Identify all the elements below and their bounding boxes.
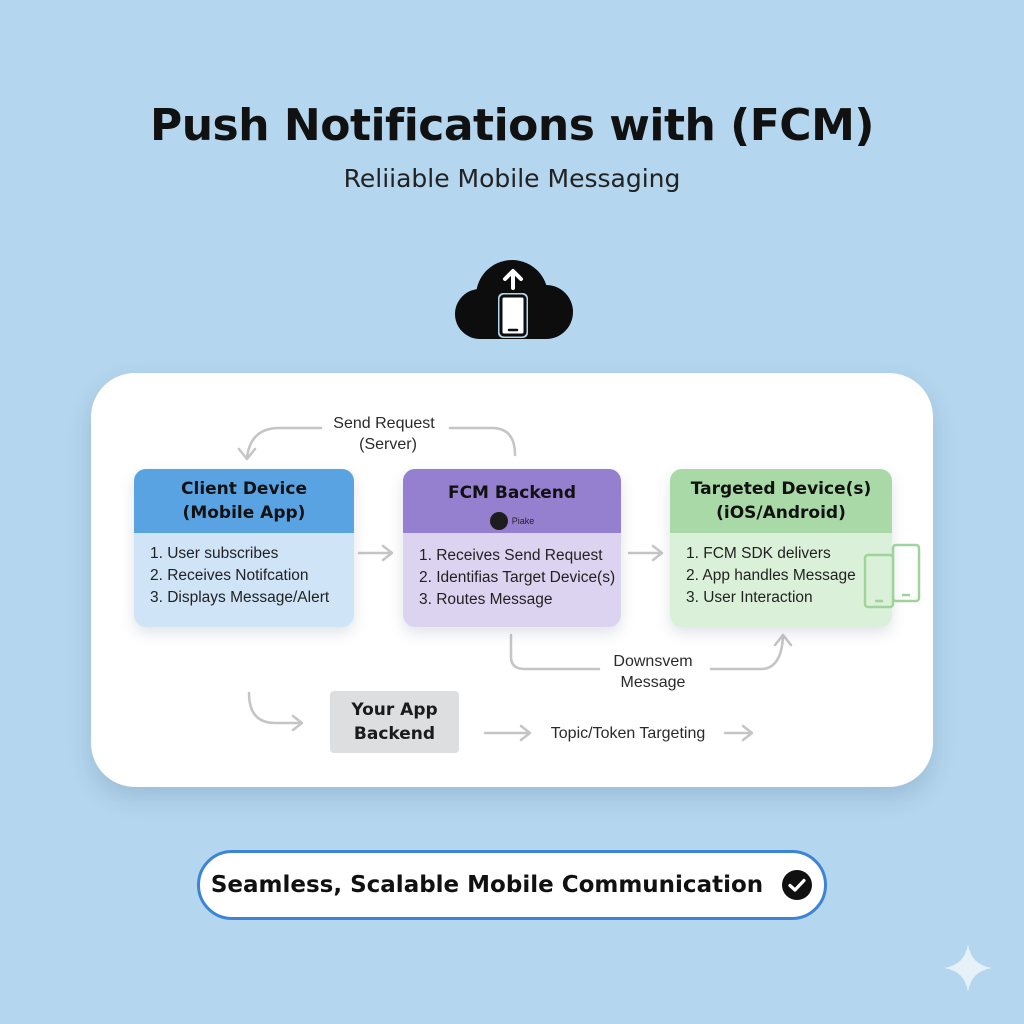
sparkle-icon: [944, 944, 992, 992]
check-circle-icon: [782, 870, 813, 900]
tagline-text: Seamless, Scalable Mobile Communication: [210, 872, 764, 898]
send-request-label: Send Request (Server): [333, 415, 435, 453]
firebase-logo-icon: [489, 512, 508, 530]
targeted-devices-box: Targeted Device(s) (iOS/Android) 1. FCM …: [670, 469, 892, 627]
send-request-arrow: [245, 426, 323, 459]
client-device-title: Client Device (Mobile App): [134, 469, 354, 533]
fcm-backend-steps: 1. Receives Send Request 2. Identifias T…: [403, 533, 621, 621]
targeted-devices-title: Targeted Device(s) (iOS/Android): [670, 469, 892, 533]
cloud-upload-phone-icon: [455, 260, 573, 339]
fcm-to-target-arrow: [627, 544, 664, 562]
mobile-devices-icon: [863, 543, 921, 609]
list-item: 1. Receives Send Request: [419, 547, 603, 564]
list-item: 1. FCM SDK delivers: [686, 545, 831, 562]
list-item: 3. Routes Message: [419, 591, 553, 608]
page-title: Push Notifications with (FCM): [149, 100, 875, 151]
fcm-badge: Piake: [489, 509, 534, 533]
list-item: 3. Displays Message/Alert: [150, 589, 330, 606]
send-request-return-line: [448, 426, 517, 457]
client-to-fcm-arrow: [357, 544, 394, 562]
page-subtitle: Reliiable Mobile Messaging: [343, 164, 681, 193]
list-item: 1. User subscribes: [150, 545, 279, 562]
list-item: 2. Receives Notifcation: [150, 567, 309, 584]
downstream-line-right: [709, 635, 785, 671]
downstream-line-left: [509, 633, 601, 671]
backend-in-arrow: [247, 691, 304, 732]
downstream-message-label: Downsvem Message: [613, 653, 693, 691]
targeting-arrow: [723, 724, 754, 742]
list-item: 2. Identifias Target Device(s): [419, 569, 616, 586]
list-item: 2. App handles Message: [686, 567, 856, 584]
list-item: 3. User Interaction: [686, 589, 813, 606]
targeted-devices-steps: 1. FCM SDK delivers 2. App handles Messa…: [670, 533, 892, 619]
client-device-box: Client Device (Mobile App) 1. User subsc…: [134, 469, 354, 627]
fcm-backend-box: FCM Backend Piake 1. Receives Send Reque…: [403, 469, 621, 627]
flow-connectors: [237, 426, 793, 742]
client-device-steps: 1. User subscribes 2. Receives Notifcati…: [134, 533, 354, 619]
send-request-arrow-head: [237, 447, 257, 461]
architecture-card: Send Request (Server) Client Device (Mob…: [91, 373, 933, 787]
app-backend-box: Your App Backend: [330, 691, 459, 753]
fcm-backend-title: FCM Backend Piake: [403, 469, 621, 533]
backend-out-arrow: [483, 724, 532, 742]
targeting-label: Topic/Token Targeting: [550, 725, 706, 742]
tagline-badge: Seamless, Scalable Mobile Communication: [197, 850, 827, 920]
downstream-arrow-head: [773, 633, 793, 647]
